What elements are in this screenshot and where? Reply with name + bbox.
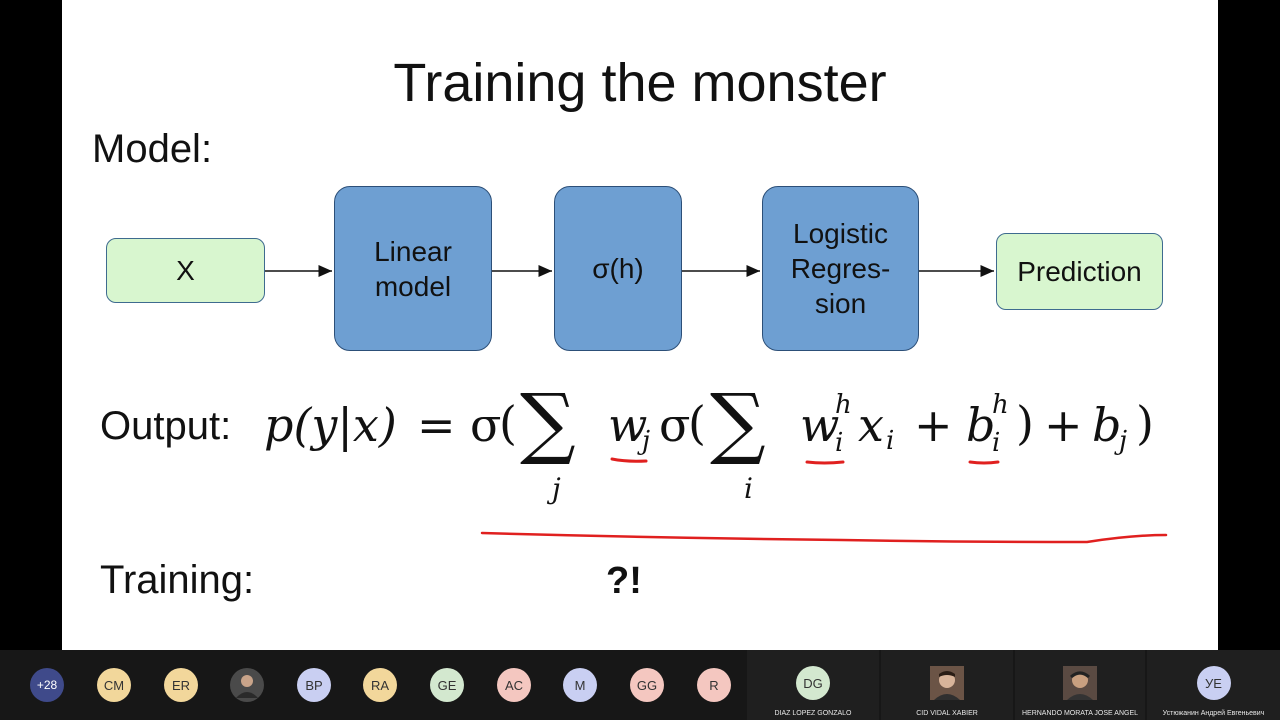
participants-bar: +28 CM ER BP RA GE AC M GG R DG DIAZ LOP… [0,650,1280,720]
avatar: M [563,668,597,702]
formula-lhs: p(y|x) [264,398,397,452]
video-tile[interactable]: УЕ Устюжанин Андрей Евгеньевич [1147,650,1280,720]
formula-w-i-sub: i [835,428,844,458]
avatar: GE [430,668,464,702]
red-annotations [480,457,1168,544]
avatar: CM [97,668,131,702]
overflow-count-badge: +28 [30,668,64,702]
formula-w-i: w [800,398,840,452]
formula-w-j: w [608,398,648,452]
avatar: ER [164,668,198,702]
avatar: УЕ [1196,666,1231,700]
participant-avatar[interactable]: BP [280,650,346,720]
participant-avatar[interactable]: AC [480,650,546,720]
formula-sigma-inner: σ [659,398,691,452]
person-photo-icon [930,666,964,700]
training-question: ?! [606,560,642,602]
training-label: Training: [100,558,255,602]
slide-title: Training the monster [393,53,887,113]
avatar-photo [1063,666,1097,700]
model-label: Model: [92,127,213,171]
formula-outer-index: j [552,472,561,505]
output-label: Output: [100,404,232,448]
avatar: AC [497,668,531,702]
formula-sum-outer: ∑ [520,378,576,468]
formula-b-i-sup: h [992,390,1009,420]
participant-avatar-photo[interactable] [213,650,279,720]
participant-avatar[interactable]: RA [346,650,412,720]
participant-avatar[interactable]: CM [80,650,146,720]
formula-w-i-sup: h [835,390,852,420]
block-x: X [106,238,265,303]
slide: Training the monster Model: X Linear mod… [62,0,1218,650]
formula-b-i: b [966,398,996,452]
block-linear-model-label: Linear model [374,235,452,302]
block-sigma: σ(h) [554,186,682,351]
formula-x-i: x [858,398,884,452]
formula-plus-1: + [914,398,953,452]
block-linear-model: Linear model [334,186,492,351]
participant-avatar[interactable]: GG [613,650,679,720]
diagram-arrows [265,265,994,277]
long-underline [480,531,1168,544]
formula-b-j-sub: j [1119,426,1128,456]
underline-w-j [610,457,648,463]
person-photo-icon [1063,666,1097,700]
formula-b-j: b [1092,398,1122,452]
formula-sigma-outer: σ [470,398,502,452]
participant-overflow[interactable]: +28 [13,650,79,720]
formula-b-i-sub: i [992,428,1001,458]
avatar-photo [930,666,964,700]
avatar-photo [230,668,264,702]
tile-name: HERNANDO MORATA JOSE ANGEL [1021,710,1139,717]
person-photo-icon [230,668,264,702]
tile-name: DIAZ LOPEZ GONZALO [774,710,852,717]
avatar: RA [363,668,397,702]
avatar: DG [796,666,830,700]
underline-w-i [805,460,845,465]
formula-w-j-sub: j [642,426,651,456]
tile-name: Устюжанин Андрей Евгеньевич [1162,710,1265,717]
avatar: BP [297,668,331,702]
formula-equals: = [417,398,456,452]
avatar: R [697,668,731,702]
block-logistic-regression-label: Logistic Regres- sion [790,218,891,319]
participant-avatar[interactable]: GE [413,650,479,720]
formula-inner-index: i [744,472,753,505]
video-tile[interactable]: CID VIDAL XABIER [881,650,1013,720]
video-tile[interactable]: DG DIAZ LOPEZ GONZALO [747,650,879,720]
avatar: GG [630,668,664,702]
underline-b-i [968,460,1000,465]
participant-avatar[interactable]: M [546,650,612,720]
block-logistic-regression: Logistic Regres- sion [762,186,919,351]
output-formula: p(y|x) = σ ( ∑ j w j σ ( ∑ i w h i x i +… [264,378,1154,505]
formula-x-i-sub: i [886,426,895,456]
participant-avatar[interactable]: R [680,650,746,720]
tile-name: CID VIDAL XABIER [916,710,978,717]
video-tile[interactable]: HERNANDO MORATA JOSE ANGEL [1015,650,1145,720]
formula-sum-inner: ∑ [710,378,766,468]
participant-avatar[interactable]: ER [147,650,213,720]
block-prediction: Prediction [996,233,1163,310]
formula-plus-2: + [1044,398,1083,452]
